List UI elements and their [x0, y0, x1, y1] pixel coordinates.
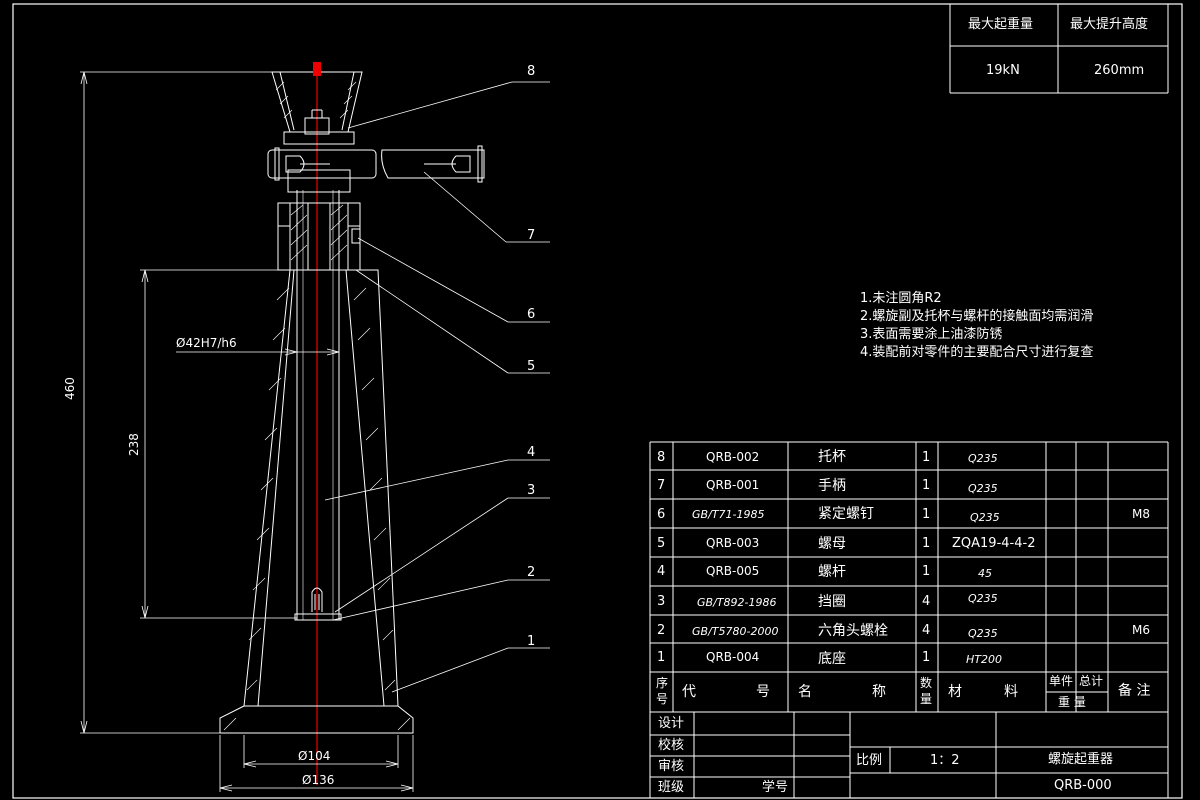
drawing-number: QRB-000 — [1054, 778, 1112, 793]
spec-table — [949, 4, 1169, 94]
bom-row-6-qty: 1 — [922, 507, 931, 522]
bom-row-8-code: QRB-002 — [706, 450, 760, 464]
bom-row-6-name: 紧定螺钉 — [818, 506, 874, 522]
bom-grid — [649, 441, 1169, 798]
header-code-b: 号 — [756, 684, 770, 700]
bom-row-1-no: 1 — [657, 650, 666, 665]
bom-row-4-no: 4 — [657, 564, 666, 579]
header-total-weight: 总计 — [1079, 674, 1104, 688]
dim-outer-diameter: Ø136 — [302, 773, 335, 787]
label-scale: 比例 — [856, 753, 883, 768]
bom-row-6-code: GB/T71-1985 — [692, 508, 765, 521]
label-review: 审核 — [658, 759, 685, 774]
balloon-7: 7 — [527, 228, 536, 243]
header-mat-b: 料 — [1004, 684, 1018, 700]
bom-row-5-qty: 1 — [922, 536, 931, 551]
bom-row-1-name: 底座 — [818, 651, 846, 667]
header-qty-a: 数 — [920, 676, 933, 690]
bom-row-7-code: QRB-001 — [706, 478, 760, 492]
value-scale: 1：2 — [930, 753, 960, 768]
drawing-frame — [12, 3, 1183, 799]
spec-value-max-load: 19kN — [986, 63, 1020, 78]
dim-screw-length: 238 — [127, 433, 141, 456]
spec-header-max-load: 最大起重量 — [968, 17, 1034, 32]
dim-inner-diameter: Ø104 — [298, 749, 331, 763]
header-unit-weight: 单件 — [1049, 674, 1074, 688]
dimension-lines — [80, 71, 414, 792]
dim-total-height: 460 — [63, 377, 77, 400]
bom-row-6-no: 6 — [657, 507, 666, 522]
tech-note-1: 1.未注圆角R2 — [860, 291, 942, 306]
header-mat-a: 材 — [948, 684, 962, 700]
bom-row-5-name: 螺母 — [818, 536, 846, 552]
bom-row-5-code: QRB-003 — [706, 536, 760, 550]
base-body — [219, 269, 414, 734]
header-qty-b: 量 — [920, 692, 933, 706]
bom-row-7-no: 7 — [657, 478, 666, 493]
bom-row-8-qty: 1 — [922, 450, 931, 465]
bom-row-5-mat: ZQA19-4-4-2 — [952, 536, 1036, 551]
handle — [267, 145, 485, 183]
tech-note-2: 2.螺旋副及托杯与螺杆的接触面均需润滑 — [860, 309, 1094, 324]
bom-row-2-mat: Q235 — [968, 627, 998, 640]
spec-value-max-lift: 260mm — [1094, 63, 1145, 78]
screw — [287, 169, 351, 621]
bom-row-2-no: 2 — [657, 623, 666, 638]
balloon-1: 1 — [527, 634, 536, 649]
bom-row-1-code: QRB-004 — [706, 650, 760, 664]
bom-row-1-mat: HT200 — [966, 653, 1002, 666]
bom-row-7-name: 手柄 — [818, 478, 846, 494]
label-student-no: 学号 — [762, 780, 789, 795]
label-check: 校核 — [658, 738, 685, 753]
balloon-5: 5 — [527, 359, 536, 374]
header-no-a: 序 — [656, 676, 669, 690]
drawing-name: 螺旋起重器 — [1048, 752, 1114, 767]
header-name-b: 称 — [872, 684, 886, 700]
bom-row-8-name: 托杯 — [818, 449, 846, 465]
bom-row-4-name: 螺杆 — [818, 564, 846, 580]
bom-row-1-qty: 1 — [922, 650, 931, 665]
bom-row-2-qty: 4 — [922, 623, 931, 638]
bom-row-2-code: GB/T5780-2000 — [692, 625, 779, 638]
bom-row-5-no: 5 — [657, 536, 666, 551]
base-hatch — [223, 287, 411, 731]
bom-row-3-code: GB/T892-1986 — [697, 596, 777, 609]
dim-fit: Ø42H7/h6 — [176, 336, 237, 350]
bom-row-3-no: 3 — [657, 594, 666, 609]
bom-row-8-mat: Q235 — [968, 452, 998, 465]
nut — [277, 202, 361, 271]
bom-row-6-mat: Q235 — [970, 511, 1000, 524]
bom-row-6-note: M8 — [1132, 507, 1150, 521]
balloon-4: 4 — [527, 445, 536, 460]
leader-lines — [324, 81, 550, 693]
balloon-2: 2 — [527, 565, 536, 580]
balloon-3: 3 — [527, 483, 536, 498]
label-class: 班级 — [658, 780, 685, 795]
tech-note-4: 4.装配前对零件的主要配合尺寸进行复查 — [860, 345, 1094, 360]
header-code-a: 代 — [682, 684, 696, 700]
balloon-8: 8 — [527, 64, 536, 79]
cup — [271, 62, 363, 145]
header-remark: 备 注 — [1118, 683, 1151, 699]
bom-row-3-qty: 4 — [922, 594, 931, 609]
header-weight: 重 量 — [1058, 695, 1086, 709]
bom-row-8-no: 8 — [657, 450, 666, 465]
balloon-6: 6 — [527, 307, 536, 322]
header-name-a: 名 — [798, 684, 812, 700]
bom-row-2-name: 六角头螺栓 — [818, 623, 888, 639]
bom-row-2-note: M6 — [1132, 623, 1150, 637]
bom-row-4-code: QRB-005 — [706, 564, 760, 578]
cup-hatch — [275, 81, 357, 119]
bom-row-4-qty: 1 — [922, 564, 931, 579]
bom-row-4-mat: 45 — [978, 567, 992, 580]
tech-note-3: 3.表面需要涂上油漆防锈 — [860, 327, 1003, 342]
label-design: 设计 — [658, 716, 685, 731]
header-no-b: 号 — [656, 692, 669, 706]
bom-row-3-name: 挡圈 — [818, 594, 846, 610]
bom-row-3-mat: Q235 — [968, 592, 998, 605]
bom-row-7-qty: 1 — [922, 478, 931, 493]
spec-header-max-lift: 最大提升高度 — [1070, 17, 1149, 32]
bom-row-7-mat: Q235 — [968, 482, 998, 495]
